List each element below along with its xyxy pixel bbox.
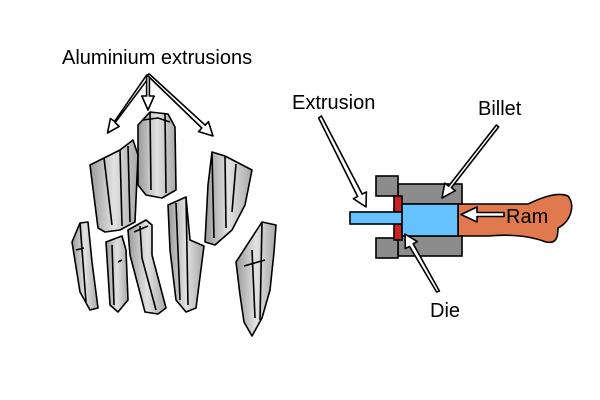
extruded-bar xyxy=(349,211,403,225)
profile-left-upper xyxy=(89,139,139,233)
billet xyxy=(401,203,459,237)
arrow-to-die xyxy=(404,233,441,293)
arrow-to-right-profile xyxy=(146,73,214,137)
aluminium-profiles-group xyxy=(71,111,277,337)
profile-left-middle xyxy=(105,235,129,313)
die-upper xyxy=(393,195,403,213)
die-label: Die xyxy=(430,300,460,322)
profile-right-tall xyxy=(235,221,277,337)
billet-label: Billet xyxy=(478,98,522,120)
extrusion-label: Extrusion xyxy=(292,92,375,114)
aluminium-extrusions-label: Aluminium extrusions xyxy=(62,47,252,69)
profile-top-center xyxy=(137,111,177,199)
profile-far-left xyxy=(71,221,99,311)
arrow-on-ram xyxy=(460,206,505,223)
die-lower xyxy=(393,223,403,241)
arrow-to-billet xyxy=(441,124,500,199)
process-pointer-arrows xyxy=(317,115,505,293)
profile-center-angle xyxy=(167,196,205,313)
arrow-to-extrusion xyxy=(317,115,368,208)
arrow-to-left-profile xyxy=(106,74,151,134)
ram xyxy=(457,193,573,244)
profile-pointer-arrows xyxy=(106,73,214,137)
arrow-to-center-profile xyxy=(141,75,155,111)
profile-right-upper xyxy=(204,151,253,246)
ram-label: Ram xyxy=(506,206,548,228)
die-holder-bottom xyxy=(375,237,399,259)
profile-center-channel xyxy=(127,219,167,315)
die-holder-top xyxy=(375,175,399,197)
